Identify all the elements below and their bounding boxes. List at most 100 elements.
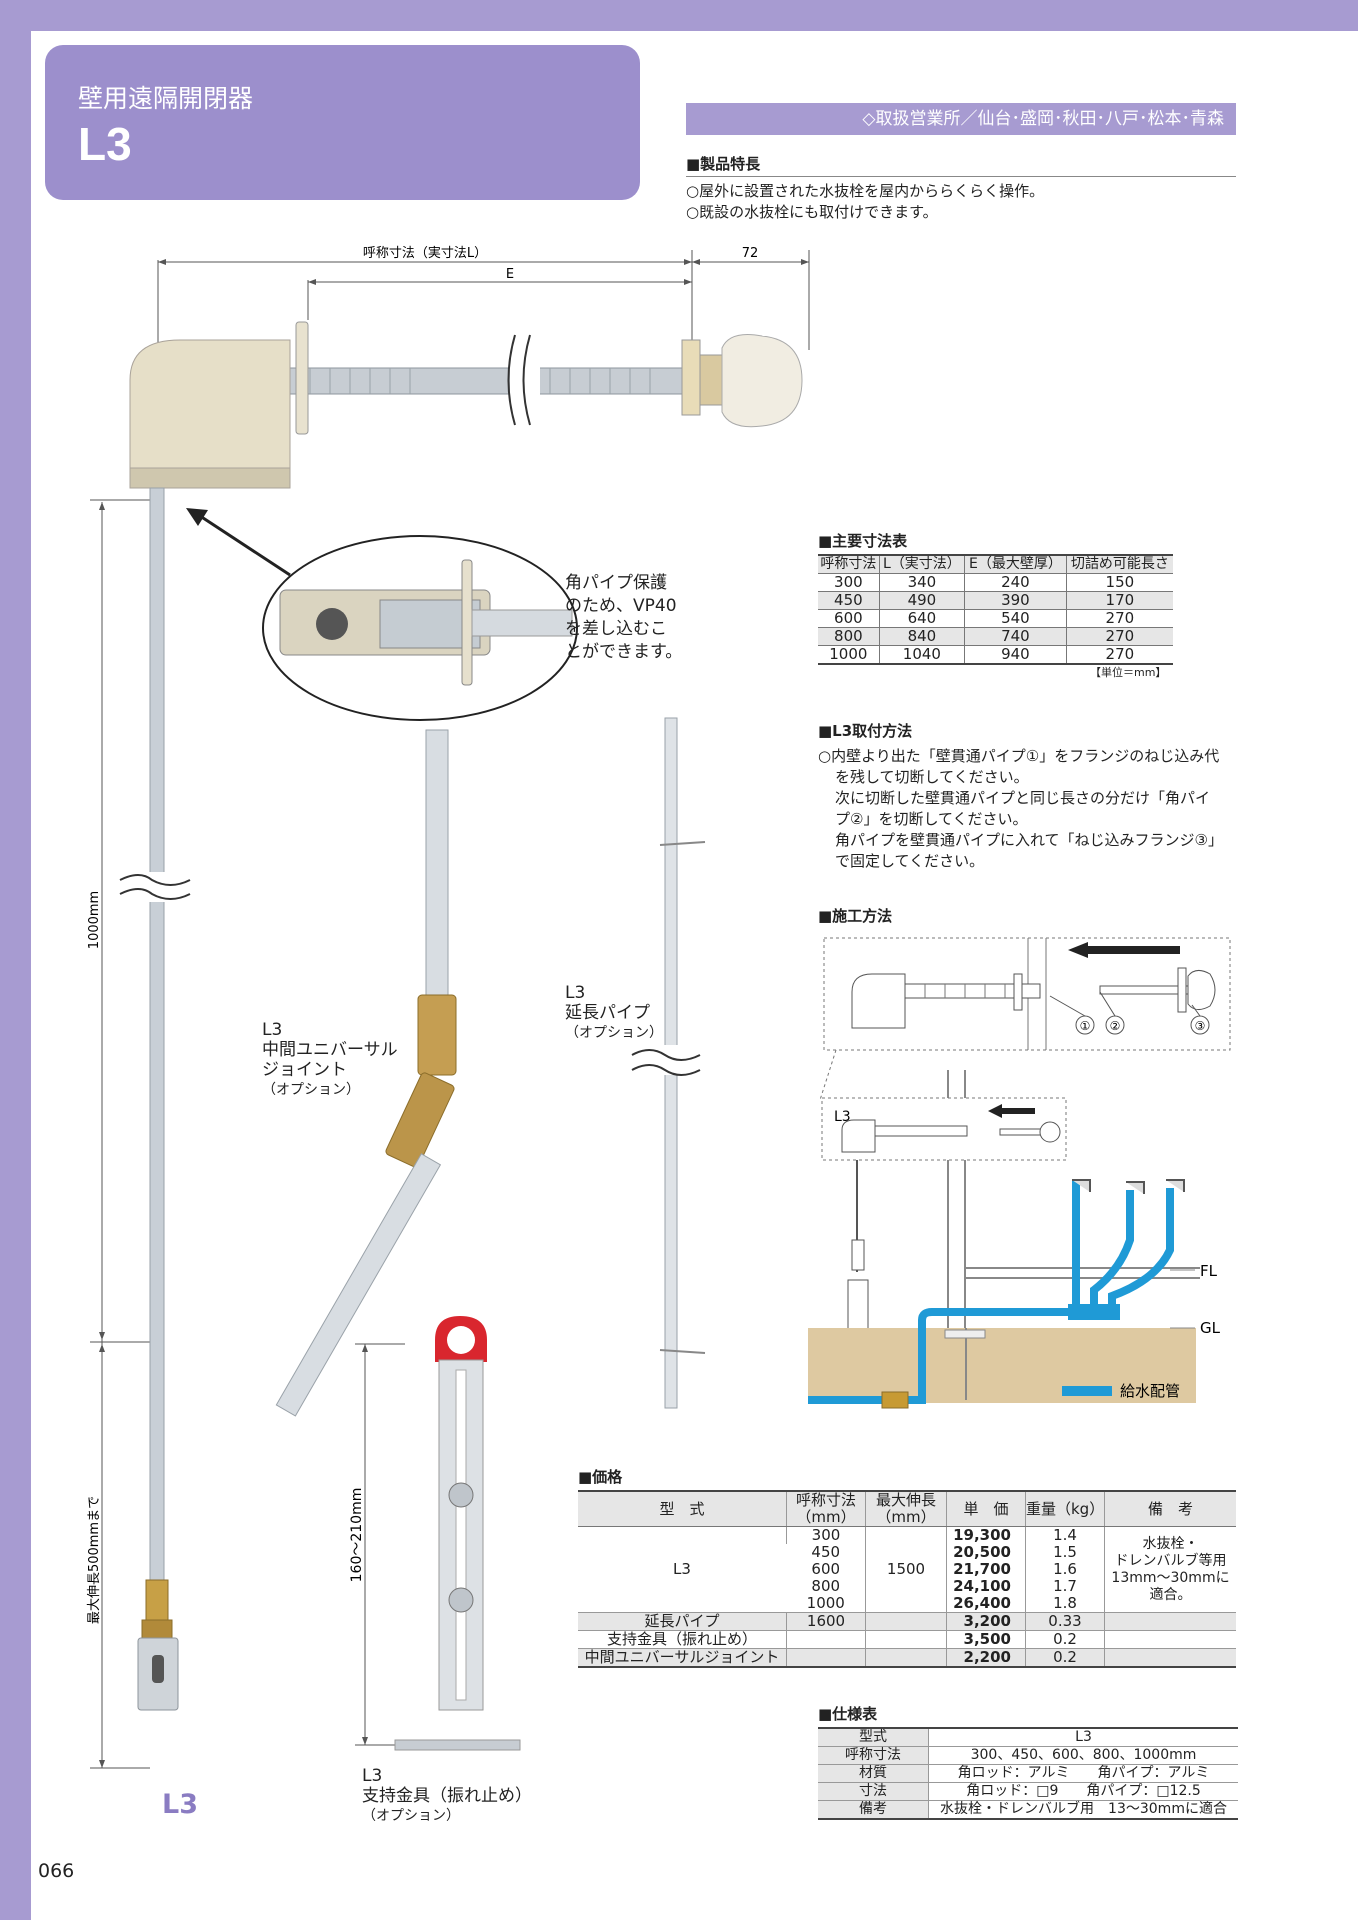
price-col-header: 備 考: [1104, 1491, 1236, 1527]
dim-nominal-label: 呼称寸法（実寸法L）: [363, 245, 487, 261]
sales-offices-text: ◇取扱営業所／仙台･盛岡･秋田･八戸･松本･青森: [862, 109, 1224, 129]
lower-threaded-pipe: [874, 1125, 968, 1137]
table-row: 材質角ロッド：アルミ 角パイプ：アルミ: [818, 1764, 1238, 1783]
dim-cell: 1040: [878, 645, 965, 664]
price-weight-cell: 1.6: [1025, 1561, 1105, 1578]
price-name-cell: 中間ユニバーサルジョイント: [578, 1648, 787, 1667]
dim-cell: 600: [834, 609, 863, 627]
price-col-header: 型 式: [578, 1491, 787, 1527]
dim-cell: 150: [1065, 573, 1173, 592]
water-supply-pipes: [808, 1180, 1174, 1404]
sales-offices-banner: ◇取扱営業所／仙台･盛岡･秋田･八戸･松本･青森: [686, 103, 1236, 135]
dimension-table-heading: ■主要寸法表: [818, 532, 908, 550]
dim-cell: 1000: [829, 645, 868, 663]
price-note-cell: 水抜栓・ ドレンバルブ等用 13mm～30mmに 適合。: [1104, 1526, 1236, 1613]
table-row: 450 20,500 1.5: [578, 1544, 1236, 1561]
price-size-cell: [786, 1648, 866, 1667]
dim-cell: 390: [964, 591, 1067, 610]
dim-72-label: 72: [742, 246, 759, 261]
price-value-cell: 3,200: [946, 1612, 1026, 1631]
dim-col-header: 切詰め可能長さ: [1065, 555, 1173, 574]
valve-fitting: [881, 1391, 909, 1409]
joint-upper-rod: [425, 729, 449, 1011]
elbow-cover: [129, 339, 291, 486]
joint-label: L3 中間ユニバーサル ジョイント （オプション）: [262, 1020, 398, 1100]
construction-diagram: ① ② ③ L3 FL GL 給水配管: [808, 937, 1231, 1409]
price-weight-cell: 1.4: [1025, 1526, 1105, 1544]
dim-cell: 940: [964, 645, 1067, 664]
fl-label: FL: [1200, 1262, 1218, 1280]
price-empty-cell: [865, 1630, 947, 1649]
dim-cell: 450: [818, 591, 880, 610]
joint-lower-yoke: [385, 1072, 455, 1168]
price-empty-cell: [865, 1648, 947, 1667]
dimension-unit: 【単位＝mm】: [1090, 666, 1167, 679]
dim-cell: 340: [878, 573, 965, 592]
universal-joint-figure: [275, 729, 457, 1417]
table-row: 600 21,700 1.6: [578, 1561, 1236, 1578]
price-note-line: ドレンバルブ等用: [1114, 1552, 1227, 1569]
price-weight-cell: 1.5: [1025, 1544, 1105, 1561]
price-col-header: 最大伸長（mm）: [865, 1491, 947, 1527]
table-row: L3 300 1500 19,300 1.4 水抜栓・ ドレンバルブ等用 13m…: [578, 1526, 1236, 1613]
detail-pipe: [471, 609, 573, 637]
spec-value: 角ロッド：□9 角パイプ：□12.5: [928, 1782, 1238, 1801]
joint-label-line: ジョイント: [262, 1060, 347, 1080]
socket-slot: [152, 1655, 164, 1683]
spec-value: 水抜栓・ドレンバルブ用 13～30mmに適合: [928, 1800, 1238, 1820]
dim-cell: 270: [1065, 645, 1173, 664]
legend-label: 給水配管: [1120, 1382, 1180, 1400]
dim-cell: 240: [964, 573, 1067, 592]
bracket-label-line: （オプション）: [362, 1808, 460, 1824]
callout-line: を差し込むこ: [565, 619, 667, 639]
joint-label-line: 中間ユニバーサル: [262, 1040, 398, 1060]
install-line: 次に切断した壁貫通パイプと同じ長さの分だけ「角パイ: [835, 789, 1211, 807]
table-row: 支持金具（振れ止め） 3,500 0.2: [578, 1630, 1236, 1649]
lower-elbow: [841, 1119, 876, 1153]
joint-upper-yoke: [417, 994, 457, 1076]
brass-nut: [141, 1619, 173, 1639]
price-table-header: 型 式 呼称寸法（mm） 最大伸長（mm） 単 価 重量（kg） 備 考: [578, 1491, 1236, 1527]
install-text: ○内壁より出た「壁貫通パイプ①」をフランジのねじ込み代 を残して切断してください…: [818, 746, 1223, 872]
bracket-bolt: [448, 1587, 474, 1613]
upper-arrow: [1068, 942, 1180, 958]
product-category: 壁用遠隔開閉器: [78, 84, 254, 113]
spec-key: 呼称寸法: [818, 1746, 929, 1765]
price-col-header: 重量（kg）: [1025, 1491, 1105, 1527]
dim-cell: 300: [834, 573, 863, 591]
brass-fitting: [145, 1579, 169, 1621]
install-heading: ■L3取付方法: [818, 722, 913, 740]
price-note-line: 適合。: [1149, 1586, 1192, 1603]
dim-cell: 170: [1065, 591, 1173, 610]
spec-heading: ■仕様表: [818, 1705, 878, 1723]
upper-flange: [1013, 973, 1023, 1011]
price-empty-cell: [1104, 1630, 1236, 1649]
dim-cell: 640: [878, 609, 965, 628]
ground-soil: [808, 1328, 1196, 1403]
features-list: ○屋外に設置された水抜栓を屋内かららくらく操作。 ○既設の水抜栓にも取付けできま…: [686, 181, 1044, 223]
price-max-ext-cell: 1500: [865, 1526, 947, 1613]
callout-line: のため、VP40: [565, 596, 677, 616]
features-heading: ■製品特長: [686, 155, 761, 173]
ext-label-line: （オプション）: [565, 1025, 663, 1041]
dim-col-header: L（実寸法）: [878, 555, 965, 574]
elbow-base: [129, 467, 291, 489]
spec-value: 角ロッド：アルミ 角パイプ：アルミ: [928, 1764, 1238, 1783]
price-empty-cell: [865, 1612, 947, 1631]
bracket-label-line: 支持金具（振れ止め）: [362, 1786, 532, 1806]
price-value-cell: 20,500: [946, 1544, 1026, 1561]
top-color-bar: [0, 0, 1358, 31]
dim-cell: 740: [964, 627, 1067, 646]
title-box: 壁用遠隔開閉器 L3: [45, 45, 640, 200]
dim-cell: 270: [1065, 609, 1173, 628]
handle-collar: [699, 354, 723, 406]
lower-handle: [1039, 1121, 1061, 1143]
break-gap: [510, 335, 540, 425]
install-line: 角パイプを壁貫通パイプに入れて「ねじ込みフランジ③」: [835, 831, 1223, 849]
price-weight-cell: 0.2: [1025, 1630, 1105, 1649]
